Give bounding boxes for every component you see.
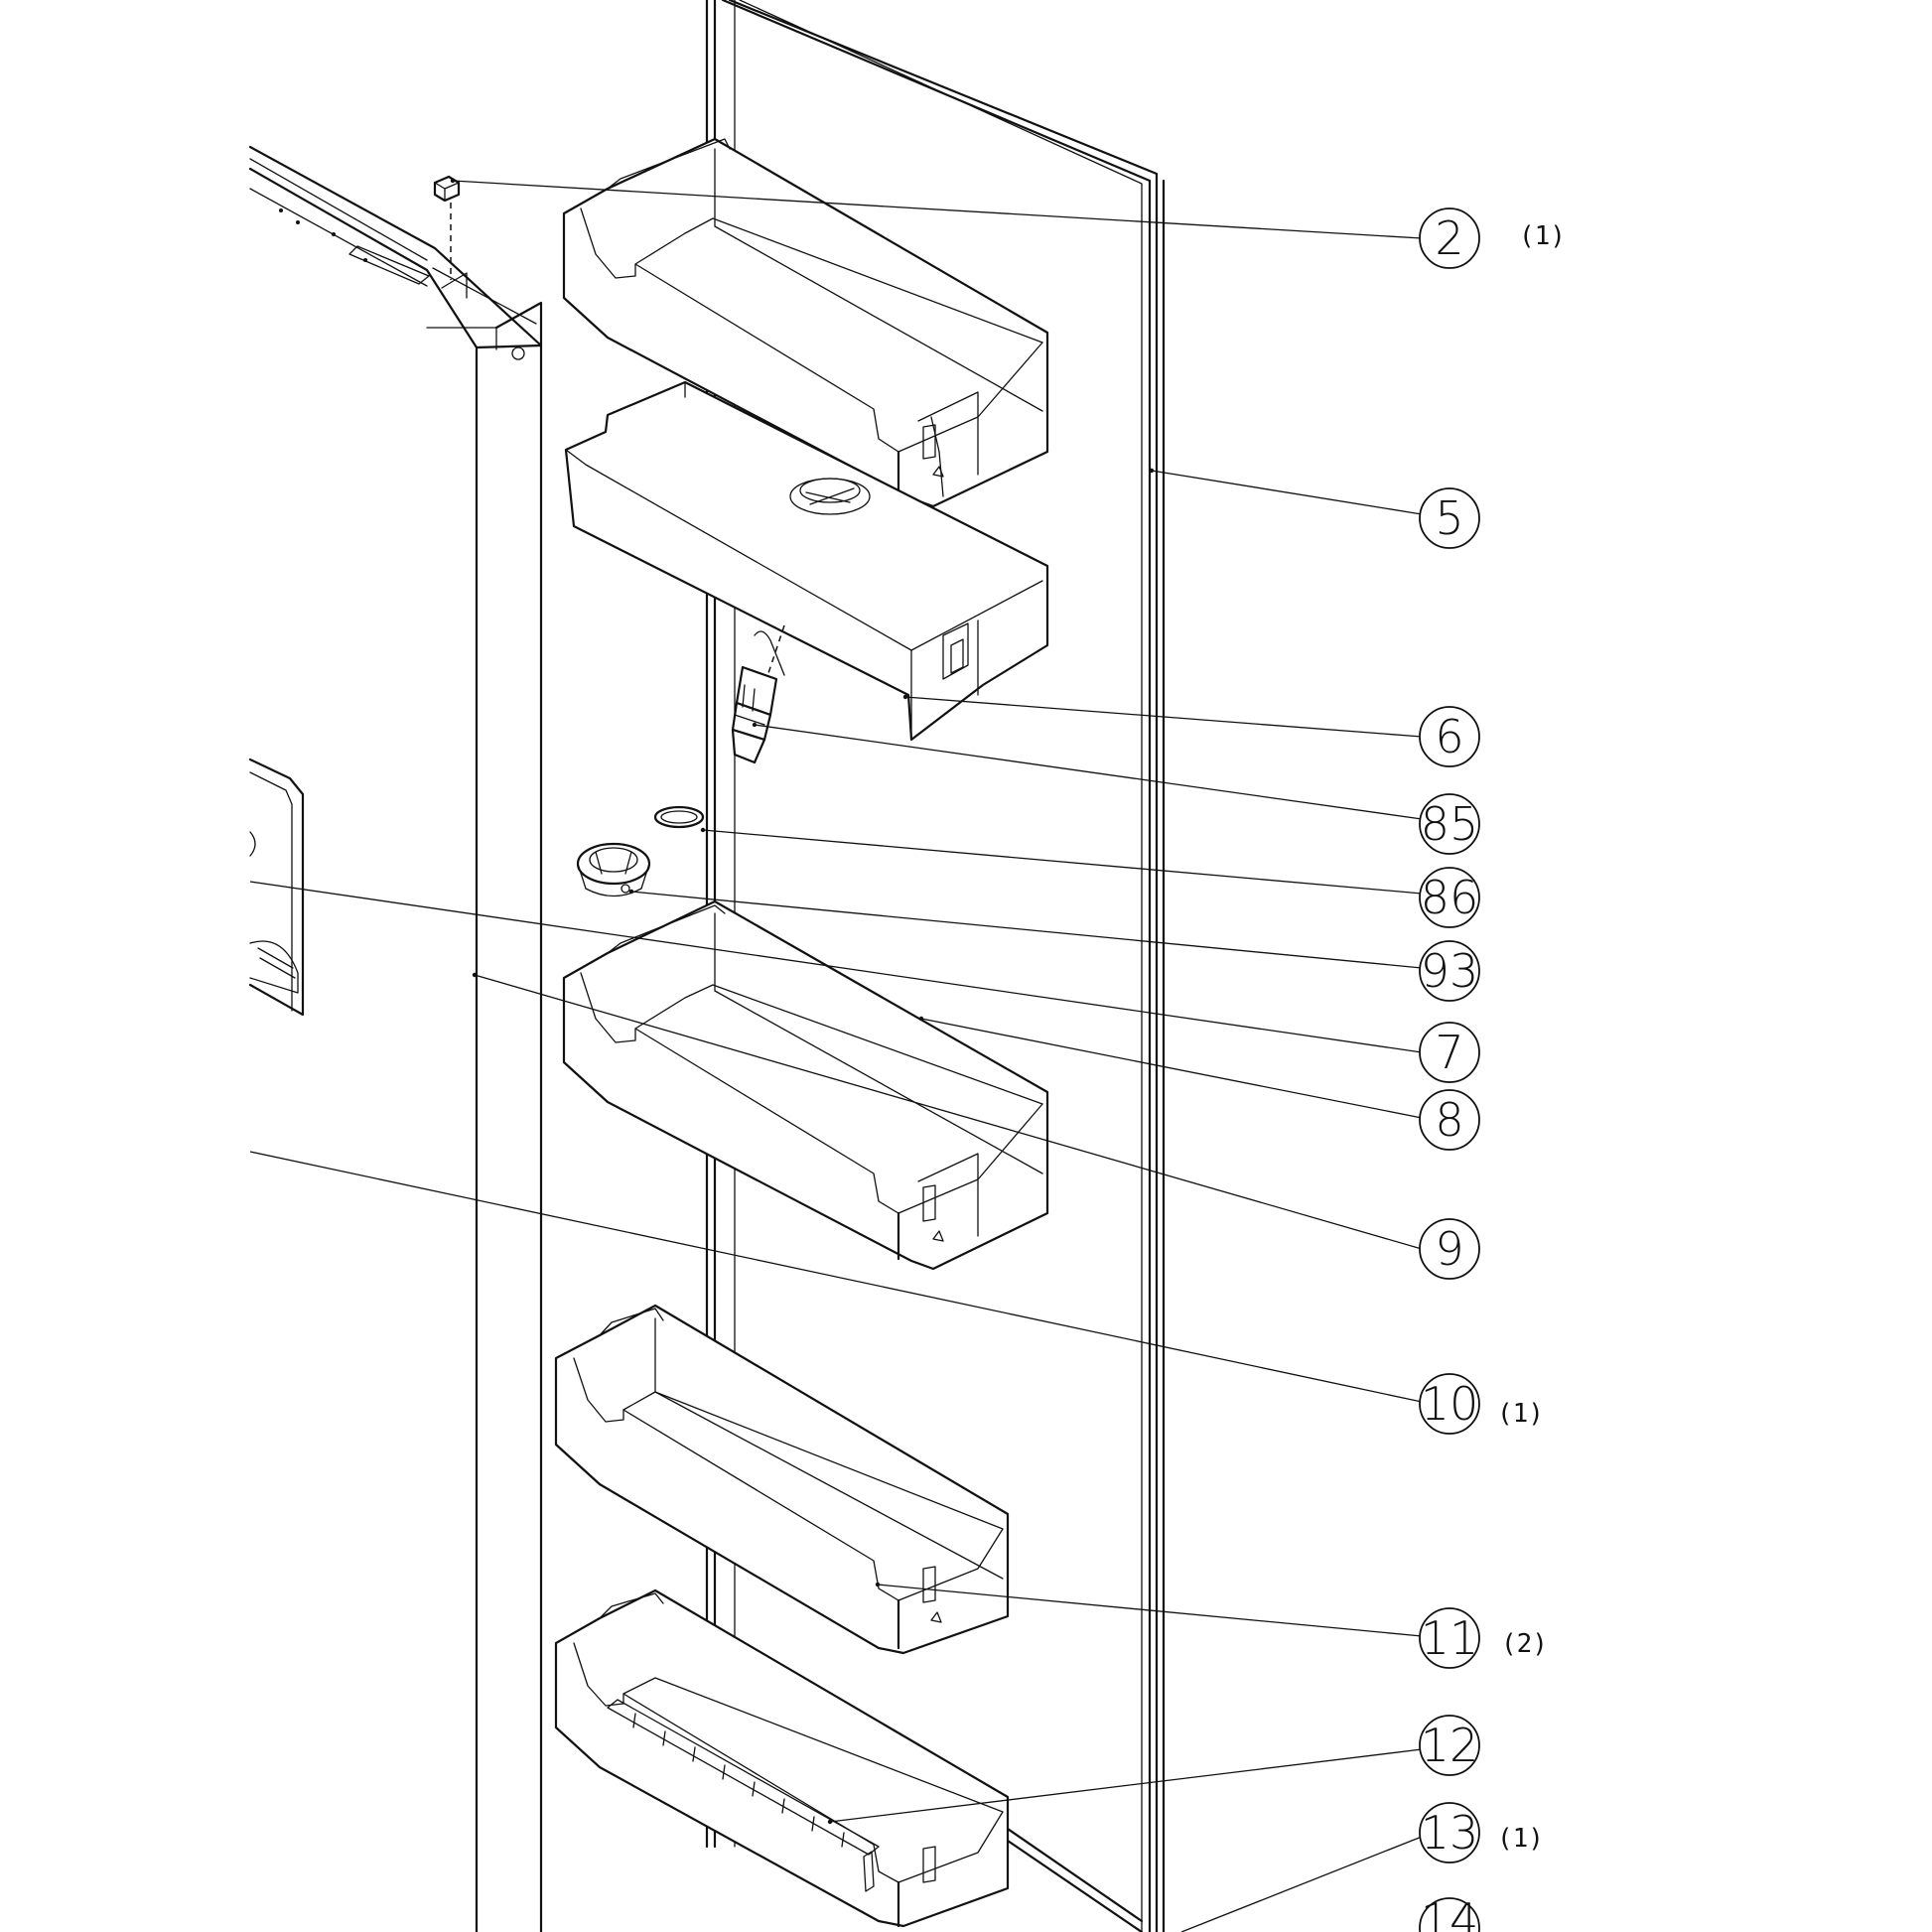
part-86-o-ring xyxy=(653,805,705,829)
svg-text:10: 10 xyxy=(1421,1377,1479,1431)
svg-text:9: 9 xyxy=(1435,1222,1463,1276)
svg-text:(1): (1) xyxy=(1497,1824,1544,1854)
callout-85: 85 xyxy=(1419,793,1480,855)
callout-11: 11 (2) xyxy=(1419,1607,1548,1669)
svg-text:6: 6 xyxy=(1435,710,1463,763)
callout-93: 93 xyxy=(1419,940,1480,1002)
door-bin-dairy xyxy=(564,380,1049,742)
svg-text:2: 2 xyxy=(1435,211,1463,265)
callout-9: 9 xyxy=(1419,1218,1480,1280)
svg-text:12: 12 xyxy=(1421,1719,1479,1772)
dispenser-panel xyxy=(248,758,305,1017)
callout-5: 5 xyxy=(1419,487,1480,549)
svg-text:86: 86 xyxy=(1421,871,1479,924)
door-bin-lower xyxy=(554,1304,1010,1655)
svg-text:14: 14 xyxy=(1421,1893,1479,1932)
door-bin-middle xyxy=(562,899,1049,1271)
svg-text:93: 93 xyxy=(1421,944,1479,998)
callout-12: 12 xyxy=(1419,1715,1480,1776)
door-bin-bottom xyxy=(554,1588,1010,1928)
svg-text:(2): (2) xyxy=(1501,1629,1548,1659)
door-bin-top xyxy=(562,137,1049,508)
svg-text:11: 11 xyxy=(1421,1611,1479,1665)
svg-text:85: 85 xyxy=(1421,797,1479,851)
part-85-filter-cartridge xyxy=(731,624,785,764)
callout-7: 7 xyxy=(1419,1022,1480,1083)
callout-14: 14 xyxy=(1419,1893,1480,1932)
callout-8: 8 xyxy=(1419,1089,1480,1151)
callout-86: 86 xyxy=(1419,867,1480,928)
door-outer-panel xyxy=(248,145,543,1932)
callout-6: 6 xyxy=(1419,706,1480,767)
svg-text:(1): (1) xyxy=(1497,1399,1544,1429)
svg-text:7: 7 xyxy=(1435,1026,1463,1079)
part-2-clip xyxy=(433,175,461,280)
callout-10: 10 (1) xyxy=(1419,1373,1544,1435)
leader-lines xyxy=(249,178,1423,1932)
svg-text:13: 13 xyxy=(1421,1806,1479,1860)
callout-13: 13 (1) xyxy=(1419,1802,1544,1863)
part-93-filter-head xyxy=(576,842,651,897)
callout-2: 2 (1) xyxy=(1419,207,1566,269)
svg-text:5: 5 xyxy=(1435,491,1463,545)
svg-text:8: 8 xyxy=(1435,1093,1463,1147)
svg-text:(1): (1) xyxy=(1519,221,1566,251)
